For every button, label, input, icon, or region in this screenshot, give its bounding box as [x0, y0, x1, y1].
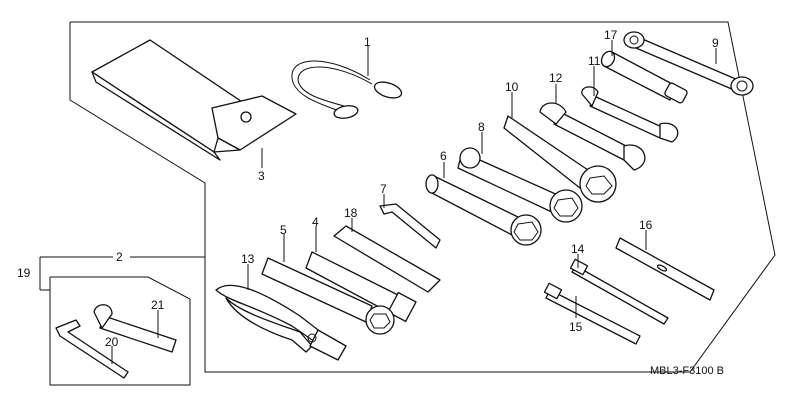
callout-13: 13	[241, 252, 255, 266]
callout-18: 18	[344, 206, 358, 220]
hex-wrench-small-shape	[379, 203, 441, 249]
hex-wrench-large-shape	[55, 319, 129, 379]
frame-outline	[69, 21, 776, 373]
box-end-wrench-shape	[623, 31, 754, 96]
callout-4: 4	[312, 215, 319, 229]
callout-16: 16	[639, 218, 653, 232]
pin-spanner-shape	[503, 115, 617, 203]
callout-7: 7	[380, 182, 387, 196]
callout-17: 17	[604, 28, 618, 42]
callout-10: 10	[505, 80, 519, 94]
callout-3: 3	[258, 169, 265, 183]
callout-1: 1	[364, 35, 371, 49]
callout-14: 14	[571, 242, 585, 256]
callout-20: 20	[105, 335, 119, 349]
callout-19: 19	[17, 266, 31, 280]
callout-2: 2	[116, 250, 123, 264]
tool-bag-shape	[91, 39, 297, 161]
callout-12: 12	[549, 71, 563, 85]
callout-15: 15	[569, 320, 583, 334]
wrench-small-shape	[93, 304, 177, 353]
callout-8: 8	[478, 120, 485, 134]
callout-21: 21	[151, 298, 165, 312]
subkit-frame	[49, 276, 191, 386]
screwdriver-handle-shape	[600, 50, 688, 104]
open-end-wrench-a-shape	[425, 174, 542, 246]
open-end-wrench-b-shape	[457, 147, 583, 223]
phillips-screwdriver-shape	[569, 258, 669, 325]
callout-6: 6	[440, 149, 447, 163]
callout-9: 9	[712, 36, 719, 50]
combination-wrench-large-shape	[539, 102, 646, 171]
extension-bar-shape	[333, 225, 441, 293]
drawing-code: MBL3-F3100 B	[650, 365, 724, 377]
tool-strap-shape	[291, 60, 403, 119]
combination-wrench-small-shape	[581, 86, 679, 143]
pliers-shape	[215, 284, 347, 361]
flat-screwdriver-shape	[543, 282, 641, 345]
callout-11: 11	[588, 54, 601, 68]
callout-5: 5	[280, 223, 287, 237]
screwdriver-grip-shape	[615, 237, 715, 301]
handle-bar-shape	[261, 257, 395, 335]
